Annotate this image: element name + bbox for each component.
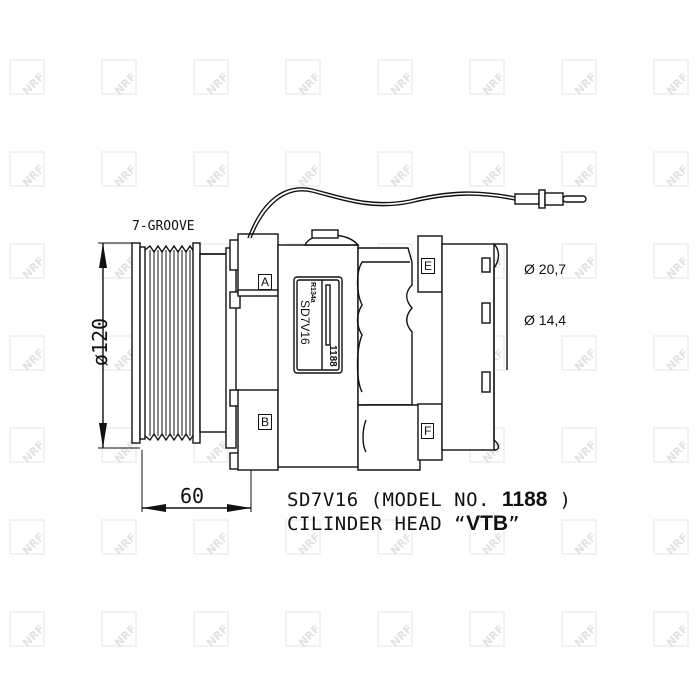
pulley-diameter-label: ø120	[88, 317, 113, 367]
svg-text:NRF: NRF	[572, 622, 599, 649]
svg-text:NRF: NRF	[20, 438, 47, 465]
caption-model-number: 1188	[501, 488, 548, 511]
svg-text:NRF: NRF	[204, 622, 231, 649]
caption-model-prefix: SD7V16 (MODEL NO.	[287, 489, 490, 511]
svg-text:NRF: NRF	[112, 530, 139, 557]
svg-text:NRF: NRF	[388, 622, 415, 649]
sensor-cable	[247, 187, 587, 239]
nameplate-refrigerant: R134a	[309, 282, 316, 303]
svg-text:NRF: NRF	[664, 346, 691, 373]
port-e-label: E	[421, 258, 436, 274]
svg-text:NRF: NRF	[664, 530, 691, 557]
caption-line-1: SD7V16 (MODEL NO. 1188 )	[287, 488, 571, 512]
pulley	[131, 242, 229, 444]
caption-head-suffix: ”	[508, 513, 521, 535]
svg-text:NRF: NRF	[664, 438, 691, 465]
svg-text:NRF: NRF	[480, 162, 507, 189]
svg-text:NRF: NRF	[480, 70, 507, 97]
svg-text:NRF: NRF	[480, 622, 507, 649]
svg-text:NRF: NRF	[112, 162, 139, 189]
nameplate-model-number: 1188	[327, 345, 338, 367]
svg-text:NRF: NRF	[204, 530, 231, 557]
svg-text:NRF: NRF	[572, 530, 599, 557]
port-b-label: B	[258, 414, 273, 430]
port-f-label: F	[421, 423, 435, 439]
port-diameter-small-label: Ø 14,4	[524, 312, 567, 328]
groove-label: 7-GROOVE	[132, 219, 195, 234]
svg-text:NRF: NRF	[388, 162, 415, 189]
svg-text:NRF: NRF	[204, 70, 231, 97]
svg-text:NRF: NRF	[664, 254, 691, 281]
svg-text:NRF: NRF	[20, 70, 47, 97]
dimension-diameter-120	[98, 242, 140, 449]
svg-text:NRF: NRF	[112, 70, 139, 97]
caption-model-suffix: )	[559, 489, 572, 511]
caption-head-type: VTB	[466, 512, 509, 535]
svg-text:NRF: NRF	[664, 70, 691, 97]
svg-text:NRF: NRF	[296, 162, 323, 189]
svg-text:NRF: NRF	[572, 162, 599, 189]
svg-text:NRF: NRF	[388, 70, 415, 97]
svg-text:NRF: NRF	[20, 346, 47, 373]
svg-text:NRF: NRF	[572, 438, 599, 465]
svg-text:NRF: NRF	[20, 622, 47, 649]
caption-line-2: CILINDER HEAD “VTB”	[287, 512, 520, 536]
dimension-depth-60	[141, 450, 252, 512]
nameplate-model-code: SD7V16	[298, 300, 312, 345]
svg-text:NRF: NRF	[664, 622, 691, 649]
svg-text:NRF: NRF	[20, 162, 47, 189]
port-a-label: A	[258, 274, 273, 290]
pulley-depth-label: 60	[180, 484, 205, 508]
svg-text:NRF: NRF	[204, 162, 231, 189]
svg-text:NRF: NRF	[664, 162, 691, 189]
svg-text:NRF: NRF	[20, 530, 47, 557]
svg-text:NRF: NRF	[20, 254, 47, 281]
front-plate	[225, 233, 279, 471]
svg-text:NRF: NRF	[572, 70, 599, 97]
caption-head-prefix: CILINDER HEAD “	[287, 513, 467, 535]
port-diameter-large-label: Ø 20,7	[524, 261, 567, 277]
svg-text:NRF: NRF	[572, 346, 599, 373]
compressor-body	[277, 229, 508, 471]
svg-text:NRF: NRF	[296, 70, 323, 97]
svg-text:NRF: NRF	[112, 622, 139, 649]
svg-text:NRF: NRF	[296, 622, 323, 649]
svg-text:NRF: NRF	[572, 254, 599, 281]
